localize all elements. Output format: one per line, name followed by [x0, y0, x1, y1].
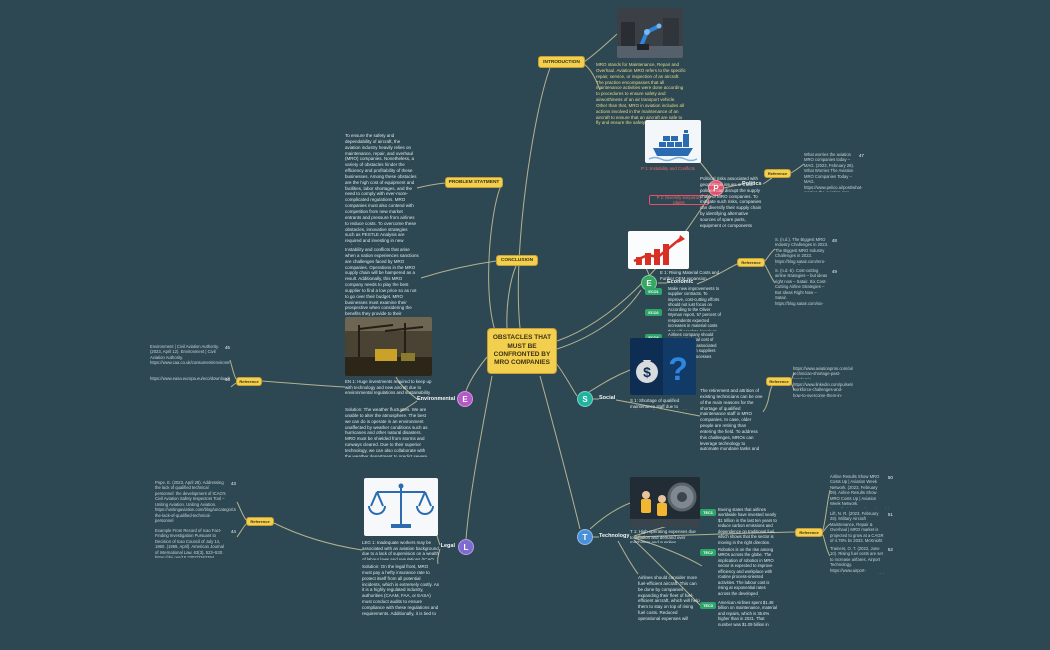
environmental-branch-label[interactable]: Environmental [417, 396, 456, 402]
legal-branch-label[interactable]: Legal [440, 543, 455, 549]
citation-text: What worries the aviation MRO companies … [804, 152, 863, 192]
economic-point-tag[interactable]: ECO1 [645, 288, 662, 295]
economic-point-tag[interactable]: ECO3 [645, 334, 662, 341]
environmental-citation: Environment | Civil Aviation Authority. … [150, 344, 230, 370]
legal-citation: Example From Record of Icao Fact-Finding… [155, 528, 236, 558]
citation-text: Pope, E. (2023, April 28). Addressing th… [155, 480, 236, 524]
political-image [645, 120, 701, 163]
technology-branch-circle[interactable]: T [577, 529, 593, 545]
economic-point-text: According to the Oliver Wyman report, 57… [668, 307, 722, 331]
citation-number: 45 [224, 345, 230, 350]
citation-text: Trainers, O. T. (2022, June 10). Rising … [830, 546, 890, 574]
technology-image [630, 477, 700, 527]
citation-number: 48 [831, 238, 837, 243]
problem-statement-node[interactable]: PROBLEM STATMENT [445, 177, 503, 188]
economic-image-caption: E 1: Rising Material Costs and Further O… [660, 270, 720, 281]
technology-image-caption: T 1: High operating expenses due to infl… [630, 529, 696, 543]
citation-text: Environment | Civil Aviation Authority. … [150, 344, 230, 366]
social-branch-circle[interactable]: S [577, 391, 593, 407]
legal-image-caption: LEG 1: Inadequate workers may be associa… [362, 540, 439, 560]
citation-number: 51 [887, 512, 893, 517]
legal-image [364, 478, 438, 536]
rising-chart-illustration [628, 231, 689, 269]
social-image: $ ? [630, 338, 696, 395]
technology-point-tag[interactable]: TEC2 [700, 549, 716, 556]
political-image-caption: P 1: Instability and Conflicts [641, 166, 695, 171]
legal-reference-node[interactable]: Reference [246, 517, 274, 526]
environmental-image-caption: EN 1: Huge investments required to keep … [345, 379, 432, 397]
cargo-ship-illustration [645, 120, 701, 163]
legal-branch-circle[interactable]: L [458, 539, 474, 555]
citation-number: 50 [887, 475, 893, 480]
scales-of-justice-illustration [364, 478, 438, 536]
economic-image [628, 231, 689, 269]
citation-text: S. (n.d.-b). Cost-cutting airline strate… [775, 268, 828, 306]
political-citation: What worries the aviation MRO companies … [804, 152, 864, 192]
economic-citation: S. (n.d.-b). Cost-cutting airline strate… [775, 268, 837, 306]
social-branch-label[interactable]: Social [599, 395, 616, 401]
citation-number: 43 [230, 481, 236, 486]
economic-point-text: Make new improvements to supplier contra… [668, 286, 720, 306]
political-reference-node[interactable]: Reference [764, 169, 791, 178]
economic-citation: S. (n.d.). The Biggest MRO Industry Chal… [775, 237, 837, 265]
citation-number: 52 [887, 547, 893, 552]
social-text: The retirement and attrition of existing… [700, 388, 763, 452]
citation-text: https://www.easa.europa.eu/eco/downloads… [150, 376, 230, 381]
money-question-illustration: $ ? [630, 338, 696, 395]
legal-citation: Pope, E. (2023, April 28). Addressing th… [155, 480, 236, 524]
technology-branch-label[interactable]: Technology [599, 533, 630, 539]
social-reference-node[interactable]: Reference [766, 377, 792, 386]
citation-number: 46 [224, 377, 230, 382]
social-image-caption: S 1: Shortage of qualified maintenance s… [630, 398, 694, 410]
citation-text: Lift, N. R. (2023, February 28). Militar… [830, 511, 884, 542]
maintenance-workers-illustration [630, 477, 700, 527]
political-branch-label[interactable]: Politics [742, 181, 762, 187]
introduction-node[interactable]: INTRODUCTION [538, 56, 585, 68]
conclusion-node[interactable]: CONCLUSION [496, 255, 538, 266]
political-text: Political risks associated with geopolit… [700, 176, 762, 228]
environmental-image [345, 317, 432, 376]
svg-text:?: ? [668, 351, 688, 387]
introduction-text: MRO stands for Maintenance, Repair and O… [596, 62, 686, 126]
citation-text: Example From Record of Icao Fact-Finding… [155, 528, 224, 558]
industrial-site-illustration [345, 317, 432, 376]
economic-point-tag[interactable]: ECO2 [645, 309, 662, 316]
social-citation: https://www.aviationpros.com/aircraft/ar… [793, 366, 853, 379]
citation-text: https://www.aviationpros.com/aircraft/ar… [793, 366, 853, 379]
environmental-branch-circle[interactable]: E [457, 391, 473, 407]
citation-number: 44 [230, 529, 236, 534]
introduction-image [617, 8, 683, 58]
technology-point-tag[interactable]: TEC1 [700, 509, 716, 516]
citation-number: 47 [858, 153, 864, 158]
technology-point-text: Boeing states that airlines worldwide ha… [718, 507, 777, 545]
environmental-citation: https://www.easa.europa.eu/eco/downloads… [150, 376, 230, 392]
social-citation: https://www.linkedin.com/pulse/mro-workf… [793, 382, 853, 399]
svg-text:$: $ [643, 364, 651, 380]
legal-text: Solution: On the legal front, MRO must p… [362, 564, 439, 616]
problem-statement-text: To ensure the safety and dependability o… [345, 133, 417, 245]
citation-text: S. (n.d.). The Biggest MRO Industry Chal… [775, 237, 829, 265]
environmental-reference-node[interactable]: Reference [236, 377, 262, 386]
technology-point-text: Robotics is on the rise among MROs acros… [718, 547, 774, 597]
technology-point-text: American Airlines spent $1.48 billion on… [718, 600, 777, 626]
citation-text: https://www.linkedin.com/pulse/mro-workf… [793, 382, 853, 399]
economic-reference-node[interactable]: Reference [737, 258, 765, 267]
technology-citation: Trainers, O. T. (2022, June 10). Rising … [830, 546, 893, 574]
technology-mid-text: Airlines should consider more fuel-effic… [638, 575, 700, 621]
technology-citation: Lift, N. R. (2023, February 28). Militar… [830, 511, 893, 542]
economic-branch-label[interactable]: Economic [667, 279, 694, 285]
center-topic-node[interactable]: OBSTACLES THAT MUST BE CONFRONTED BY MRO… [487, 328, 557, 374]
citation-text: Airline Results Show MRO Costs Up | Avia… [830, 474, 893, 508]
political-subnode[interactable]: P 2: Diversify temporary plants [649, 195, 709, 205]
political-branch-circle[interactable]: P [708, 180, 724, 196]
citation-number: 49 [831, 269, 837, 274]
technology-citation: Airline Results Show MRO Costs Up | Avia… [830, 474, 893, 508]
technology-reference-node[interactable]: Reference [795, 528, 823, 537]
robot-arm-illustration [617, 8, 683, 58]
environmental-text: Solution: The weather fluctuates. We are… [345, 407, 428, 457]
technology-point-tag[interactable]: TEC3 [700, 602, 716, 609]
